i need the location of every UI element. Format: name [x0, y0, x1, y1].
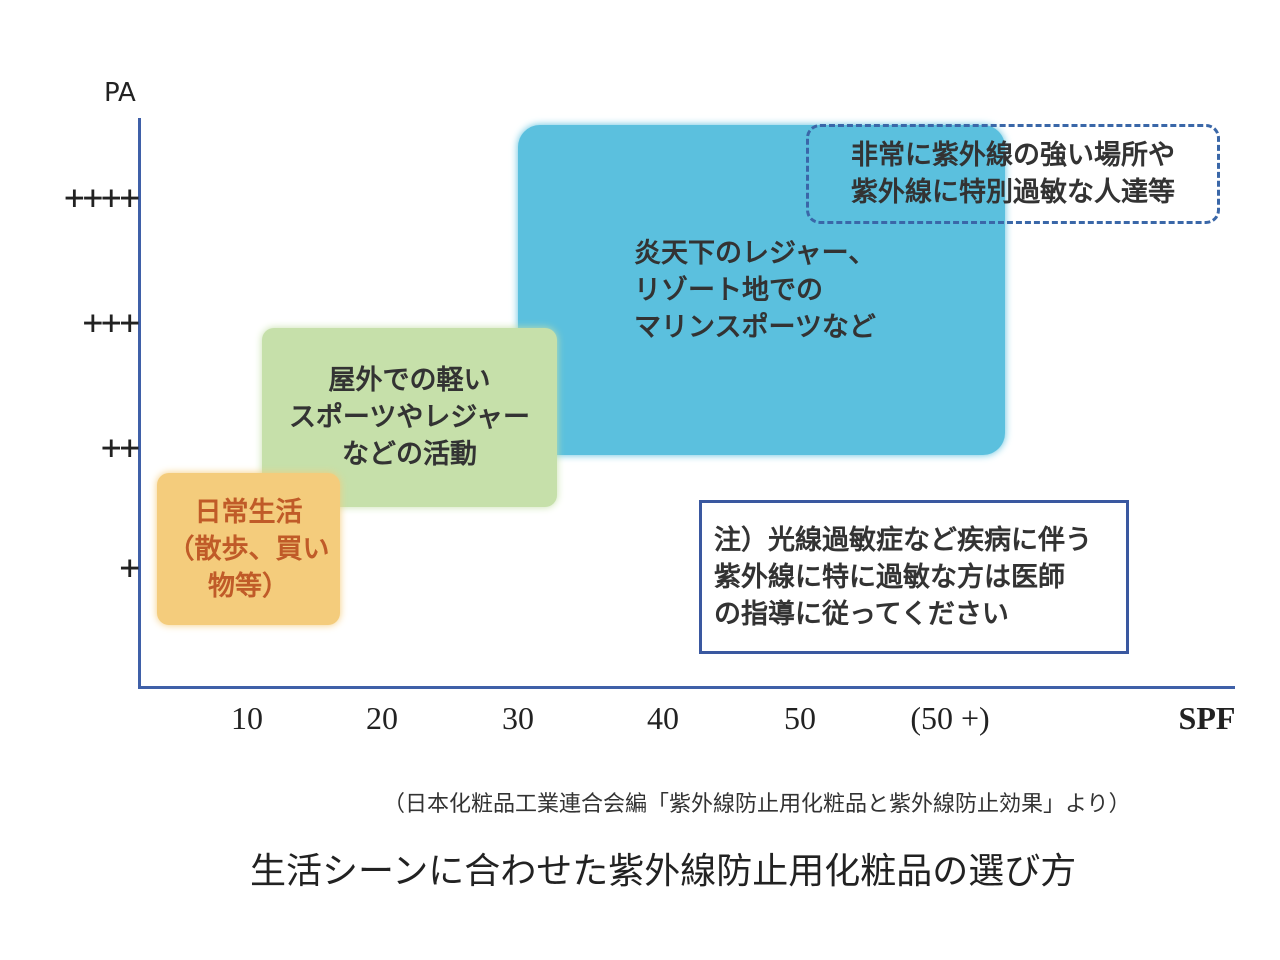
x-tick-label: 10	[231, 700, 263, 736]
y-axis-line	[138, 118, 141, 689]
region-text: （散歩、買い	[167, 533, 330, 565]
region-daily: 日常生活 （散歩、買い 物等）	[157, 473, 340, 625]
note-text: 注）光線過敏症など疾病に伴う	[714, 524, 1092, 556]
note-box: 注）光線過敏症など疾病に伴う 紫外線に特に過敏な方は医師 の指導に従ってください	[699, 500, 1129, 654]
y-axis-title: PA	[104, 78, 136, 108]
x-tick-label: 30	[502, 700, 534, 736]
x-axis-line	[138, 686, 1235, 689]
region-text: 屋外での軽い	[328, 365, 491, 396]
y-tick-label: +++	[82, 303, 140, 343]
region-outdoor-heavy: 炎天下のレジャー、 リゾート地での マリンスポーツなど	[518, 125, 1005, 455]
dashed-note-box: 非常に紫外線の強い場所や 紫外線に特別過敏な人達等	[806, 124, 1220, 224]
dashed-note-text: 非常に紫外線の強い場所や	[851, 140, 1175, 171]
source-note: （日本化粧品工業連合会編「紫外線防止用化粧品と紫外線防止効果」より）	[383, 792, 1131, 817]
note-text: の指導に従ってください	[714, 598, 1009, 630]
x-axis-title: SPF	[1178, 700, 1236, 736]
y-tick-label: +	[119, 548, 141, 588]
caption: 生活シーンに合わせた紫外線防止用化粧品の選び方	[250, 851, 1077, 892]
region-text: マリンスポーツなど	[634, 311, 876, 343]
region-text: 物等）	[208, 570, 289, 602]
region-text: 炎天下のレジャー、	[634, 237, 876, 269]
dashed-note-text: 紫外線に特別過敏な人達等	[851, 177, 1175, 208]
y-tick-label: ++++	[64, 178, 140, 218]
region-text: リゾート地での	[634, 274, 823, 306]
region-text: などの活動	[342, 439, 477, 470]
x-tick-label: 20	[366, 700, 398, 736]
y-tick-label: ++	[101, 428, 140, 468]
x-tick-label: 50	[784, 700, 816, 736]
x-tick-label: 40	[647, 700, 679, 736]
note-text: 紫外線に特に過敏な方は医師	[714, 561, 1065, 593]
region-text: スポーツやレジャー	[288, 402, 531, 433]
region-text: 日常生活	[194, 496, 303, 528]
x-tick-label: (50 +)	[910, 700, 990, 736]
